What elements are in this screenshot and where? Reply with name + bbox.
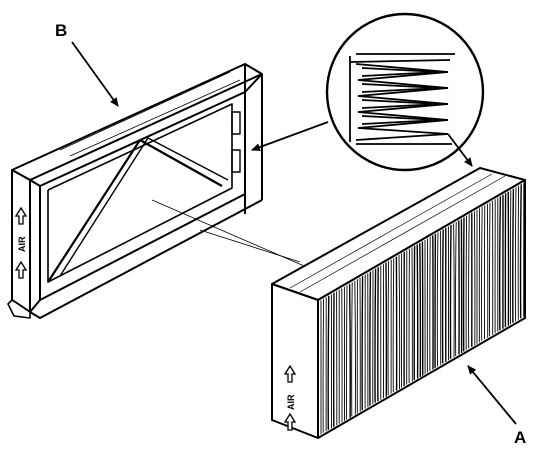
- filter-end-markings: AIR: [283, 364, 297, 431]
- pleat-line: [498, 196, 502, 331]
- pleat-line: [398, 254, 401, 390]
- pleat-line: [327, 295, 330, 430]
- filter-pleats: [320, 182, 525, 435]
- filter-leader-arrow: [467, 365, 517, 425]
- pleat-detail-magnifier: [325, 12, 485, 172]
- pleat-line: [441, 229, 444, 364]
- frame-side-markings: AIR: [14, 206, 28, 279]
- frame-leader-arrow: [71, 41, 119, 107]
- pleat-line: [416, 244, 419, 379]
- pleat-line: [354, 280, 356, 415]
- pleat-line: [369, 271, 372, 406]
- pleat-line: [351, 282, 353, 417]
- pleat-line: [436, 232, 439, 367]
- filter-frame: [7, 63, 263, 319]
- detail-to-filter-arrow: [447, 133, 473, 167]
- pleat-line: [514, 187, 517, 322]
- up-arrow-icon: [14, 206, 28, 225]
- up-arrow-icon: [283, 412, 297, 431]
- up-arrow-icon: [283, 364, 297, 383]
- filter-air-stamp: AIR: [286, 394, 296, 410]
- filter-callout-label: A: [514, 428, 527, 447]
- pleat-line: [473, 211, 476, 346]
- pleat-line: [453, 223, 455, 358]
- pleat-line: [468, 214, 470, 349]
- pleat-line: [449, 224, 452, 359]
- leader-lines: [71, 41, 517, 425]
- alignment-lines: [151, 199, 319, 273]
- frame-air-stamp: AIR: [17, 236, 27, 252]
- filter-top-texture: [289, 173, 506, 293]
- pleat-line: [387, 261, 390, 396]
- pleat-line: [392, 258, 395, 393]
- up-arrow-icon: [14, 260, 28, 279]
- frame-callout-label: B: [55, 21, 68, 40]
- pleat-line: [519, 184, 522, 319]
- pleat-line: [348, 283, 351, 418]
- pleat-line: [455, 221, 457, 356]
- pleat-line: [419, 242, 422, 378]
- pleat-cross-section: [349, 53, 455, 145]
- pleat-line: [512, 188, 515, 323]
- detail-to-frame-arrow: [251, 121, 329, 151]
- pleat-line: [481, 206, 483, 341]
- pleat-line: [374, 268, 377, 403]
- pleat-line: [322, 298, 325, 433]
